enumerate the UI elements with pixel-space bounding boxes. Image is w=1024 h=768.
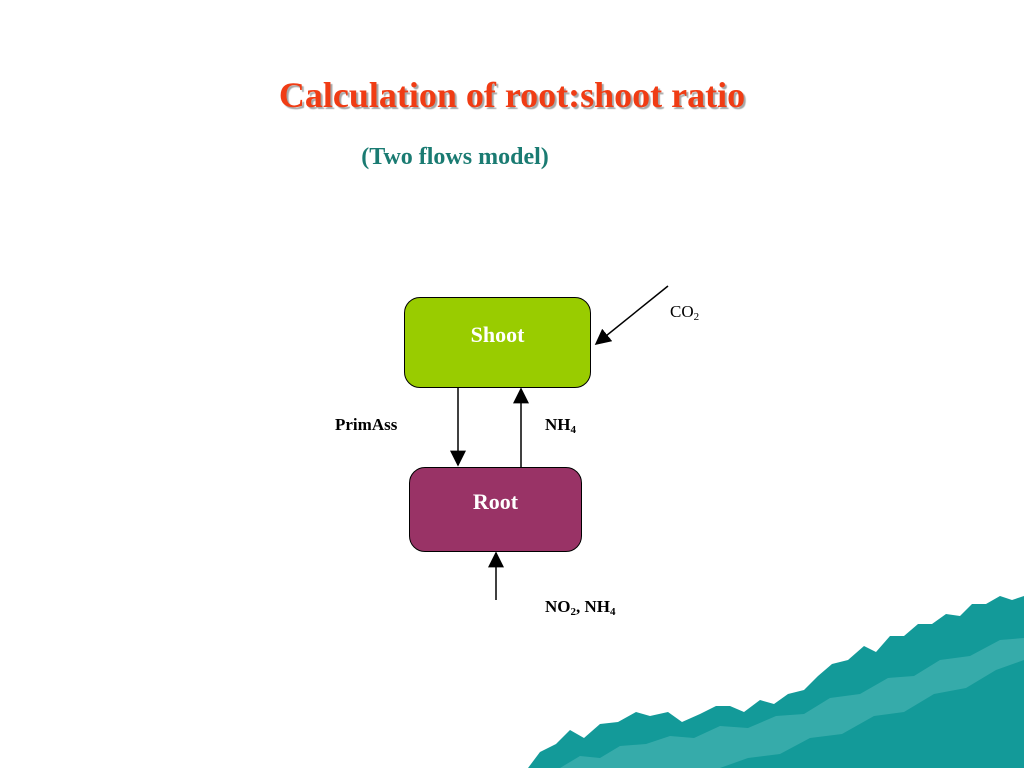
shoot-node: Shoot — [404, 297, 591, 388]
root-node: Root — [409, 467, 582, 552]
uptake-label: NO2, NH4 — [545, 597, 616, 618]
shoot-label: Shoot — [470, 321, 525, 347]
slide-title: Calculation of root:shoot ratio — [278, 75, 746, 115]
slide-subtitle: (Two flows model) — [361, 144, 549, 170]
co2-label: CO2 — [670, 302, 700, 323]
primass-label: PrimAss — [335, 415, 398, 434]
root-label: Root — [472, 488, 519, 514]
co2-arrow — [594, 285, 669, 346]
nh4-label: NH4 — [545, 415, 576, 436]
corner-landscape-decoration — [528, 596, 1024, 768]
corner-landscape-highlight — [560, 638, 1024, 768]
